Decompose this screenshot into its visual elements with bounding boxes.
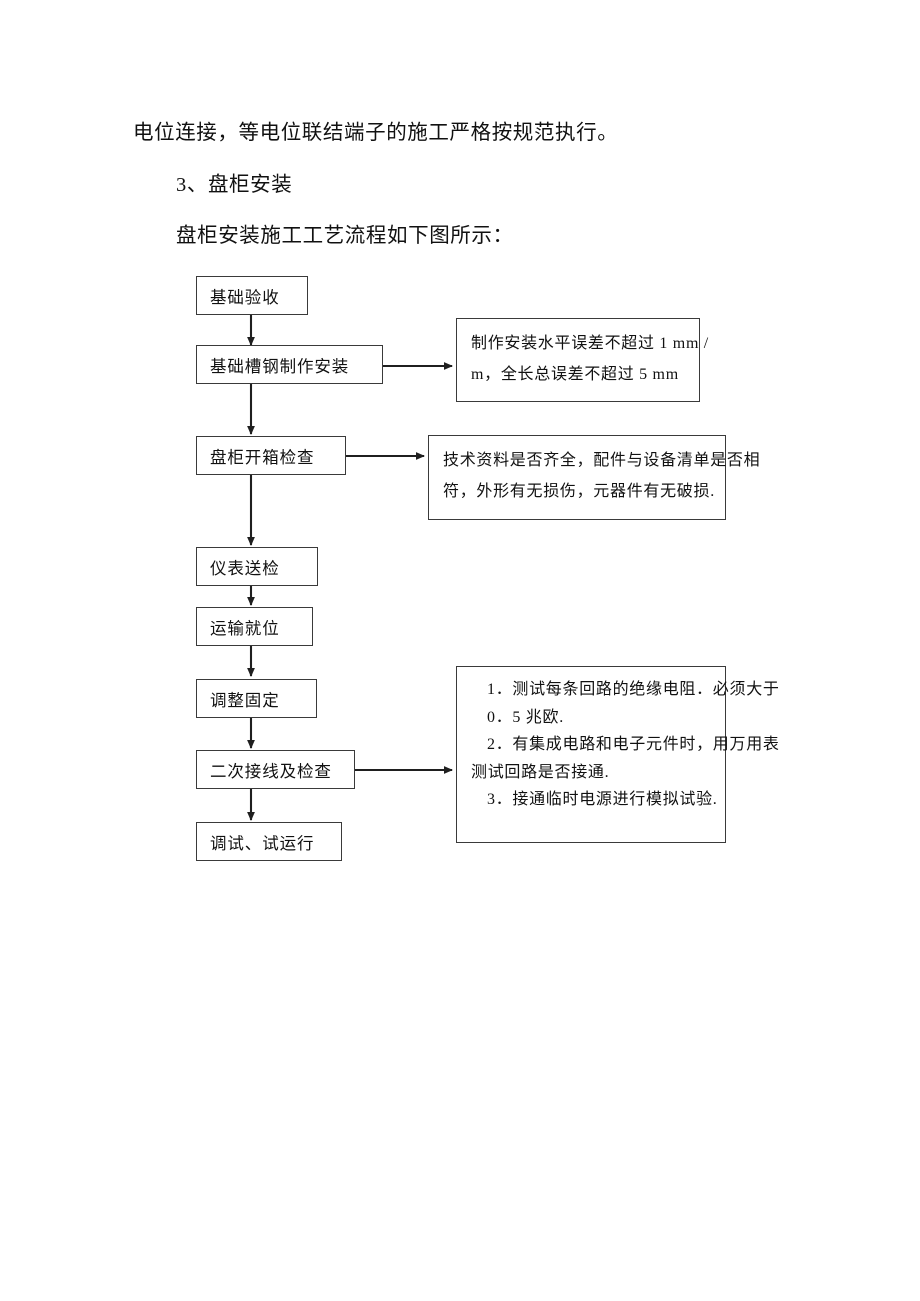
note-line: 2．有集成电路和电子元件时，用万用表: [487, 736, 780, 754]
flow-node-label: 仪表送检: [210, 558, 280, 578]
flow-node-transport-positioning[interactable]: 运输就位: [196, 607, 313, 646]
note-line: 制作安装水平误差不超过 1 mm /: [471, 335, 709, 352]
paragraph-continuation: 电位连接，等电位联结端子的施工严格按规范执行。: [133, 122, 619, 144]
flow-node-foundation-acceptance[interactable]: 基础验收: [196, 276, 308, 315]
paragraph-intro: 盘柜安装施工工艺流程如下图所示：: [176, 225, 514, 247]
flow-node-label: 盘柜开箱检查: [210, 447, 315, 467]
flow-node-instrument-calibration[interactable]: 仪表送检: [196, 547, 318, 586]
flow-node-label: 调整固定: [210, 690, 280, 710]
note-line: m，全长总误差不超过 5 mm: [471, 366, 679, 384]
flow-node-label: 二次接线及检查: [210, 761, 332, 781]
note-line: 测试回路是否接通.: [471, 763, 610, 781]
note-line: 符，外形有无损伤，元器件有无破损.: [443, 483, 715, 501]
flow-node-cabinet-unpacking-inspection[interactable]: 盘柜开箱检查: [196, 436, 346, 475]
flow-node-label: 运输就位: [210, 618, 280, 638]
flow-node-commissioning-trial-run[interactable]: 调试、试运行: [196, 822, 342, 861]
flow-node-secondary-wiring-inspection[interactable]: 二次接线及检查: [196, 750, 355, 789]
flow-note-levelness-tolerance: 制作安装水平误差不超过 1 mm / m，全长总误差不超过 5 mm: [456, 318, 709, 402]
section-heading: 3、盘柜安装: [176, 174, 293, 196]
flow-note-unpacking-checklist: 技术资料是否齐全，配件与设备清单是否相 符，外形有无损伤，元器件有无破损.: [428, 435, 761, 520]
note-line: 0．5 兆欧.: [487, 708, 564, 726]
note-line: 1．测试每条回路的绝缘电阻．必须大于: [487, 681, 780, 698]
flow-node-label: 基础验收: [210, 287, 280, 307]
note-line: 技术资料是否齐全，配件与设备清单是否相: [443, 452, 761, 469]
flow-note-wiring-test-requirements: 1．测试每条回路的绝缘电阻．必须大于 0．5 兆欧. 2．有集成电路和电子元件时…: [456, 666, 780, 843]
flow-node-label: 调试、试运行: [210, 833, 315, 853]
note-line: 3．接通临时电源进行模拟试验.: [487, 791, 718, 809]
flow-node-adjust-fix[interactable]: 调整固定: [196, 679, 317, 718]
flow-node-label: 基础槽钢制作安装: [210, 356, 350, 376]
flow-node-channel-steel-fabrication[interactable]: 基础槽钢制作安装: [196, 345, 383, 384]
